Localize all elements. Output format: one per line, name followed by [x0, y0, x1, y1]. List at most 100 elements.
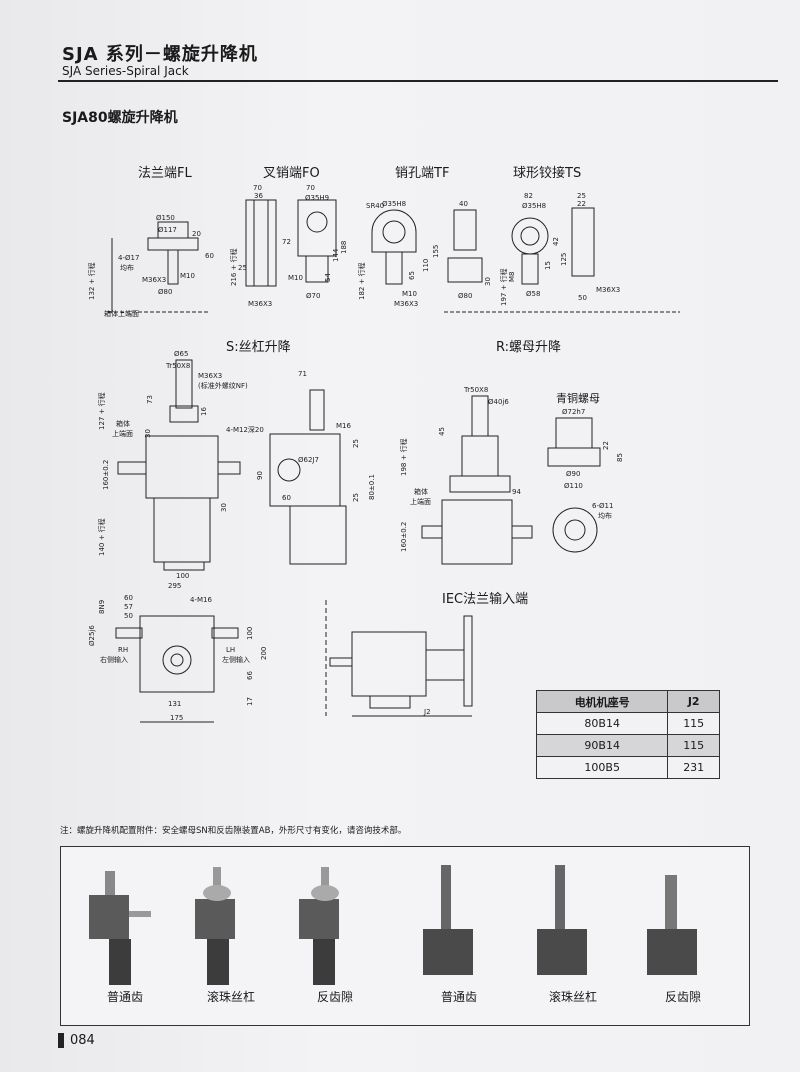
dim-fl-8: M10 — [180, 272, 195, 280]
photo-caption: 滚珠丝杠 — [548, 990, 597, 1004]
photo-jack-3 — [299, 867, 339, 985]
dim-fo-7: 70 — [306, 184, 315, 192]
dim-b-15: 17 — [246, 697, 254, 706]
label-ts: 球形铰接TS — [513, 166, 582, 181]
label-view-r: R:螺母升降 — [496, 340, 562, 355]
dim-fl-6: 60 — [205, 252, 214, 260]
dim-tf-1: SR40 — [366, 202, 384, 210]
dim-s-20: 60 — [282, 494, 291, 502]
dim-s-18: Ø62J7 — [298, 456, 319, 464]
dim-iec-j2: J2 — [423, 708, 431, 716]
dim-s-19: 90 — [256, 471, 264, 480]
dim-fo-1: 70 — [253, 184, 262, 192]
dim-s-8: 箱体 — [116, 419, 130, 428]
dim-ts-6: 125 — [560, 253, 568, 266]
dim-fo-8: Ø35H9 — [305, 194, 329, 202]
page-number-marker — [58, 1033, 64, 1048]
table-header-row: 电机机座号 J2 — [535, 690, 720, 713]
header-title-en: SJA Series-Spiral Jack — [62, 64, 189, 78]
dim-b-11: 左侧输入 — [222, 655, 250, 664]
dim-b-16: 131 — [168, 700, 181, 708]
dim-ts-10: Ø58 — [526, 290, 540, 298]
dim-s-5: 73 — [146, 395, 154, 404]
photo-caption: 滚珠丝杠 — [206, 990, 255, 1004]
dim-s-23: 30 — [220, 503, 228, 512]
dim-fl-9: Ø80 — [158, 288, 172, 296]
label-view-s: S:丝杠升降 — [226, 340, 291, 355]
table-cell: 115 — [667, 734, 720, 757]
dim-r-7: 94 — [512, 488, 521, 496]
photo-jack-5 — [537, 865, 587, 975]
dim-b-7: Ø25j6 — [88, 625, 96, 646]
table-header-cell: 电机机座号 — [535, 690, 669, 713]
dim-r-4: 198 + 行程 — [399, 438, 408, 476]
dim-r-12: Ø90 — [566, 470, 580, 478]
bottom-view-drawing — [115, 615, 239, 723]
section-title: SJA80螺旋升降机 — [62, 110, 178, 126]
dim-fl-10: 132 + 行程 — [87, 262, 96, 300]
dim-fo-3: 72 — [282, 238, 291, 246]
label-tf: 销孔端TF — [395, 166, 450, 181]
dim-b-10: LH — [226, 646, 235, 654]
s-view-drawing — [117, 359, 347, 571]
accessory-note: 注：螺旋升降机配置附件：安全螺母SN和反齿隙装置AB，外形尺寸有变化，请咨询技术… — [60, 826, 407, 836]
dim-base: 箱体上端面 — [104, 309, 139, 318]
dim-fo-2: 36 — [254, 192, 263, 200]
dim-s-15: 4-M12深20 — [226, 425, 264, 434]
product-photos — [89, 865, 697, 985]
dim-tf-9: 40 — [459, 200, 468, 208]
iec-view-drawing — [325, 600, 473, 717]
dim-r-10: 22 — [602, 441, 610, 450]
dim-tf-4: 110 — [422, 259, 430, 272]
dim-fo-6: M36X3 — [248, 300, 272, 308]
dim-r-11: 85 — [616, 453, 624, 462]
dim-r-9: Ø72h7 — [562, 408, 585, 416]
tf-drawing — [371, 209, 483, 285]
dim-ts-7: 15 — [544, 261, 552, 270]
table-cell: 90B14 — [535, 734, 669, 757]
dim-ts-9: M8 — [508, 272, 516, 283]
fo-drawing — [245, 199, 337, 287]
dim-fl-2: Ø117 — [158, 226, 177, 234]
dim-tf-3: 155 — [432, 245, 440, 258]
dim-fo-5: 25 — [238, 264, 247, 272]
table-cell: 115 — [667, 712, 720, 735]
product-photo-panel — [60, 846, 750, 1026]
label-bronze-nut: 青铜螺母 — [556, 392, 600, 405]
table-row: 80B14 115 — [535, 712, 720, 735]
dim-fl-4: 4-Ø17 — [118, 254, 139, 262]
dim-tf-11: Ø80 — [458, 292, 472, 300]
dim-fl-7: M36X3 — [142, 276, 166, 284]
table-cell: 100B5 — [535, 756, 669, 779]
header-rule — [58, 80, 778, 82]
dim-b-5: 50 — [124, 612, 133, 620]
dim-s-2: Tr50X8 — [165, 362, 190, 370]
dim-s-17: 25 — [352, 439, 360, 448]
table-cell: 231 — [667, 756, 720, 779]
header-title-cn: SJA 系列－螺旋升降机 — [62, 44, 258, 65]
dim-ts-5: 42 — [552, 237, 560, 246]
dim-fo-4: 216 + 行程 — [229, 248, 238, 286]
dim-s-4: (标准外螺纹NF) — [198, 381, 248, 390]
photo-jack-4 — [423, 865, 473, 975]
photo-jack-6 — [647, 875, 697, 975]
r-view-drawing — [421, 395, 601, 565]
photo-jack-2 — [195, 867, 235, 985]
dim-b-17: 175 — [170, 714, 183, 722]
dim-ts-1: 82 — [524, 192, 533, 200]
dim-b-13: 200 — [260, 647, 268, 660]
dim-s-16: M16 — [336, 422, 351, 430]
dim-ts-3: 25 — [577, 192, 586, 200]
dim-b-14: 66 — [246, 671, 254, 680]
dim-r-1: Tr50X8 — [463, 386, 488, 394]
dim-b-6: 8N9 — [98, 600, 106, 614]
dim-b-3: 60 — [124, 594, 133, 602]
dim-b-8: RH — [118, 646, 128, 654]
dim-fo-9: 188 — [340, 241, 348, 254]
dim-tf-7: M10 — [402, 290, 417, 298]
dim-ts-12: M36X3 — [596, 286, 620, 294]
dim-b-4: 57 — [124, 603, 133, 611]
dim-s-21: 80±0.1 — [368, 474, 376, 500]
dim-r-14: 6-Ø11 — [592, 502, 613, 510]
